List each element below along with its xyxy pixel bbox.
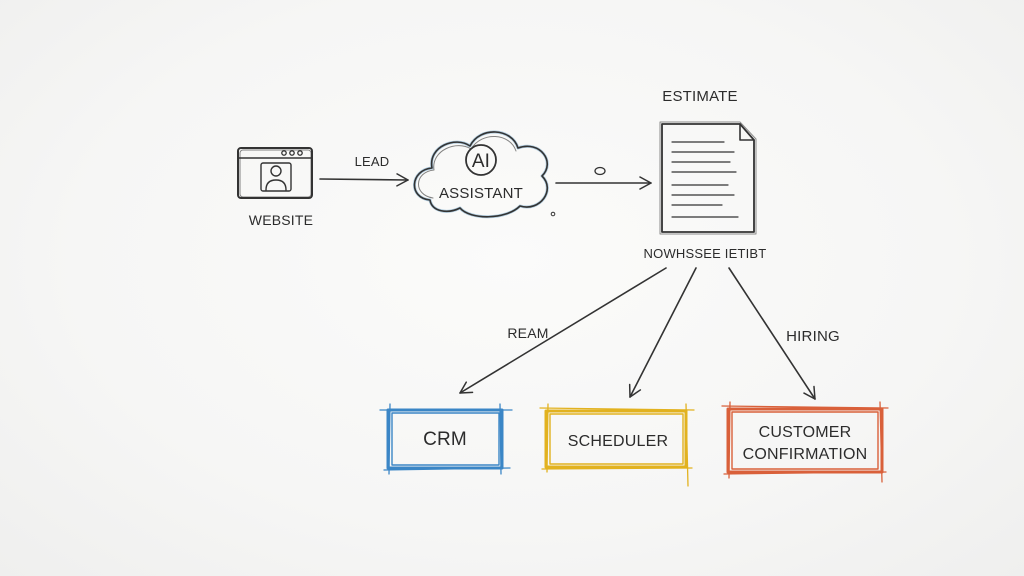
estimate-title: ESTIMATE <box>662 88 738 105</box>
edge-ai-to-estimate <box>550 166 652 217</box>
ai-icon-text: AI <box>472 151 490 172</box>
edge-ream-label: REAM <box>507 325 548 341</box>
scribble-dot <box>550 211 556 217</box>
ai-assistant-label: ASSISTANT <box>439 185 523 202</box>
edge-to-confirmation: HIRING <box>728 267 840 400</box>
scribble-mark <box>594 166 606 176</box>
estimate-node: ESTIMATE NOWHSSEE IETIBT <box>644 88 767 261</box>
website-label: WEBSITE <box>249 212 313 228</box>
crm-node: CRM <box>379 403 513 475</box>
scheduler-label: SCHEDULER <box>568 433 669 450</box>
ai-assistant-node: AI ASSISTANT <box>413 130 549 219</box>
crm-label: CRM <box>423 429 467 450</box>
estimate-caption: NOWHSSEE IETIBT <box>644 246 767 261</box>
edge-to-crm: REAM <box>459 267 667 394</box>
edge-lead-label: LEAD <box>355 154 390 169</box>
customer-confirmation-label-line2: CONFIRMATION <box>743 446 868 463</box>
edge-to-scheduler <box>628 267 697 398</box>
edge-lead: LEAD <box>319 154 409 187</box>
scheduler-node: SCHEDULER <box>539 403 695 487</box>
document-icon <box>659 121 757 235</box>
cloud-icon <box>413 130 549 219</box>
edge-hiring-label: HIRING <box>786 328 840 345</box>
website-node: WEBSITE <box>237 147 313 228</box>
browser-user-icon <box>237 147 313 199</box>
customer-confirmation-node: CUSTOMER CONFIRMATION <box>721 401 889 483</box>
customer-confirmation-label-line1: CUSTOMER <box>759 424 852 441</box>
